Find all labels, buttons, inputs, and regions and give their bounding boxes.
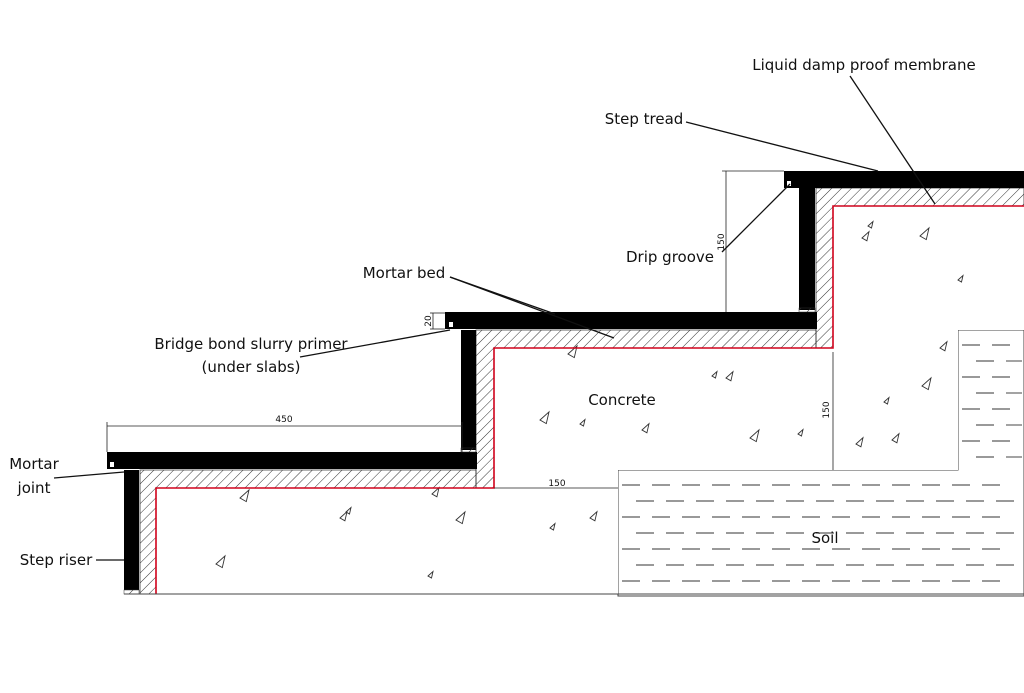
label-step-riser: Step riser xyxy=(20,551,93,569)
aggregate-mark xyxy=(345,506,352,515)
aggregate-mark xyxy=(641,422,650,434)
label-mortar-joint: Mortar xyxy=(9,455,59,473)
riser-top xyxy=(799,188,815,310)
tread-middle xyxy=(445,312,817,329)
aggregate-mark xyxy=(239,488,250,503)
dimension-150-offset: 150 xyxy=(494,479,618,489)
drip-groove-notch xyxy=(449,322,453,327)
aggregate-mark xyxy=(579,418,586,427)
aggregate-mark xyxy=(455,510,466,525)
aggregate-mark xyxy=(215,554,226,569)
aggregate-mark xyxy=(549,522,556,531)
aggregate-mark xyxy=(939,340,948,352)
label-mortar-joint-2: joint xyxy=(17,479,51,497)
aggregate-mark xyxy=(797,428,804,437)
aggregate-mark xyxy=(891,432,900,444)
svg-text:150: 150 xyxy=(548,479,565,489)
aggregate-mark xyxy=(921,376,932,391)
dimension-20: 20 xyxy=(424,312,445,330)
dimension-150-right: 150 xyxy=(822,352,834,470)
label-mortar-bed: Mortar bed xyxy=(363,264,446,282)
aggregate-mark xyxy=(861,230,870,242)
label-bridge-bond: Bridge bond slurry primer xyxy=(154,335,348,353)
aggregate-mark xyxy=(589,510,598,522)
svg-text:150: 150 xyxy=(717,233,727,250)
label-concrete: Concrete xyxy=(588,391,656,409)
dimension-150-top: 150 xyxy=(717,170,784,312)
aggregate-mark xyxy=(957,274,964,283)
aggregate-mark xyxy=(883,396,890,405)
aggregate-mark xyxy=(567,344,578,359)
tread-top xyxy=(784,171,1024,188)
dimension-450: 450 xyxy=(106,415,463,452)
aggregate-mark xyxy=(427,570,434,579)
aggregate-mark xyxy=(725,370,734,382)
aggregate-mark xyxy=(919,226,930,241)
drip-groove-notch xyxy=(787,181,791,186)
riser-middle xyxy=(461,330,476,450)
label-drip-groove: Drip groove xyxy=(626,248,714,266)
aggregate-mark xyxy=(867,220,874,229)
aggregate-mark xyxy=(339,510,348,522)
label-soil: Soil xyxy=(811,529,838,547)
aggregate-mark xyxy=(855,436,864,448)
label-step-tread: Step tread xyxy=(605,110,684,128)
leader-lines xyxy=(53,75,936,561)
aggregate-mark xyxy=(749,428,760,443)
svg-text:150: 150 xyxy=(822,401,832,418)
tread-lower xyxy=(107,452,477,469)
slabs xyxy=(107,171,1024,595)
label-liquid-dpm: Liquid damp proof membrane xyxy=(752,56,975,74)
svg-text:450: 450 xyxy=(275,415,292,425)
aggregate-mark xyxy=(539,410,550,425)
concrete-region xyxy=(156,206,1024,594)
drip-groove-notch xyxy=(110,462,114,467)
label-bridge-bond-note: (under slabs) xyxy=(202,358,301,376)
aggregate-mark xyxy=(711,370,718,379)
damp-proof-membrane-line xyxy=(155,205,1024,594)
aggregate-mark xyxy=(431,486,440,498)
riser-lower xyxy=(124,470,139,590)
svg-text:20: 20 xyxy=(424,315,434,327)
